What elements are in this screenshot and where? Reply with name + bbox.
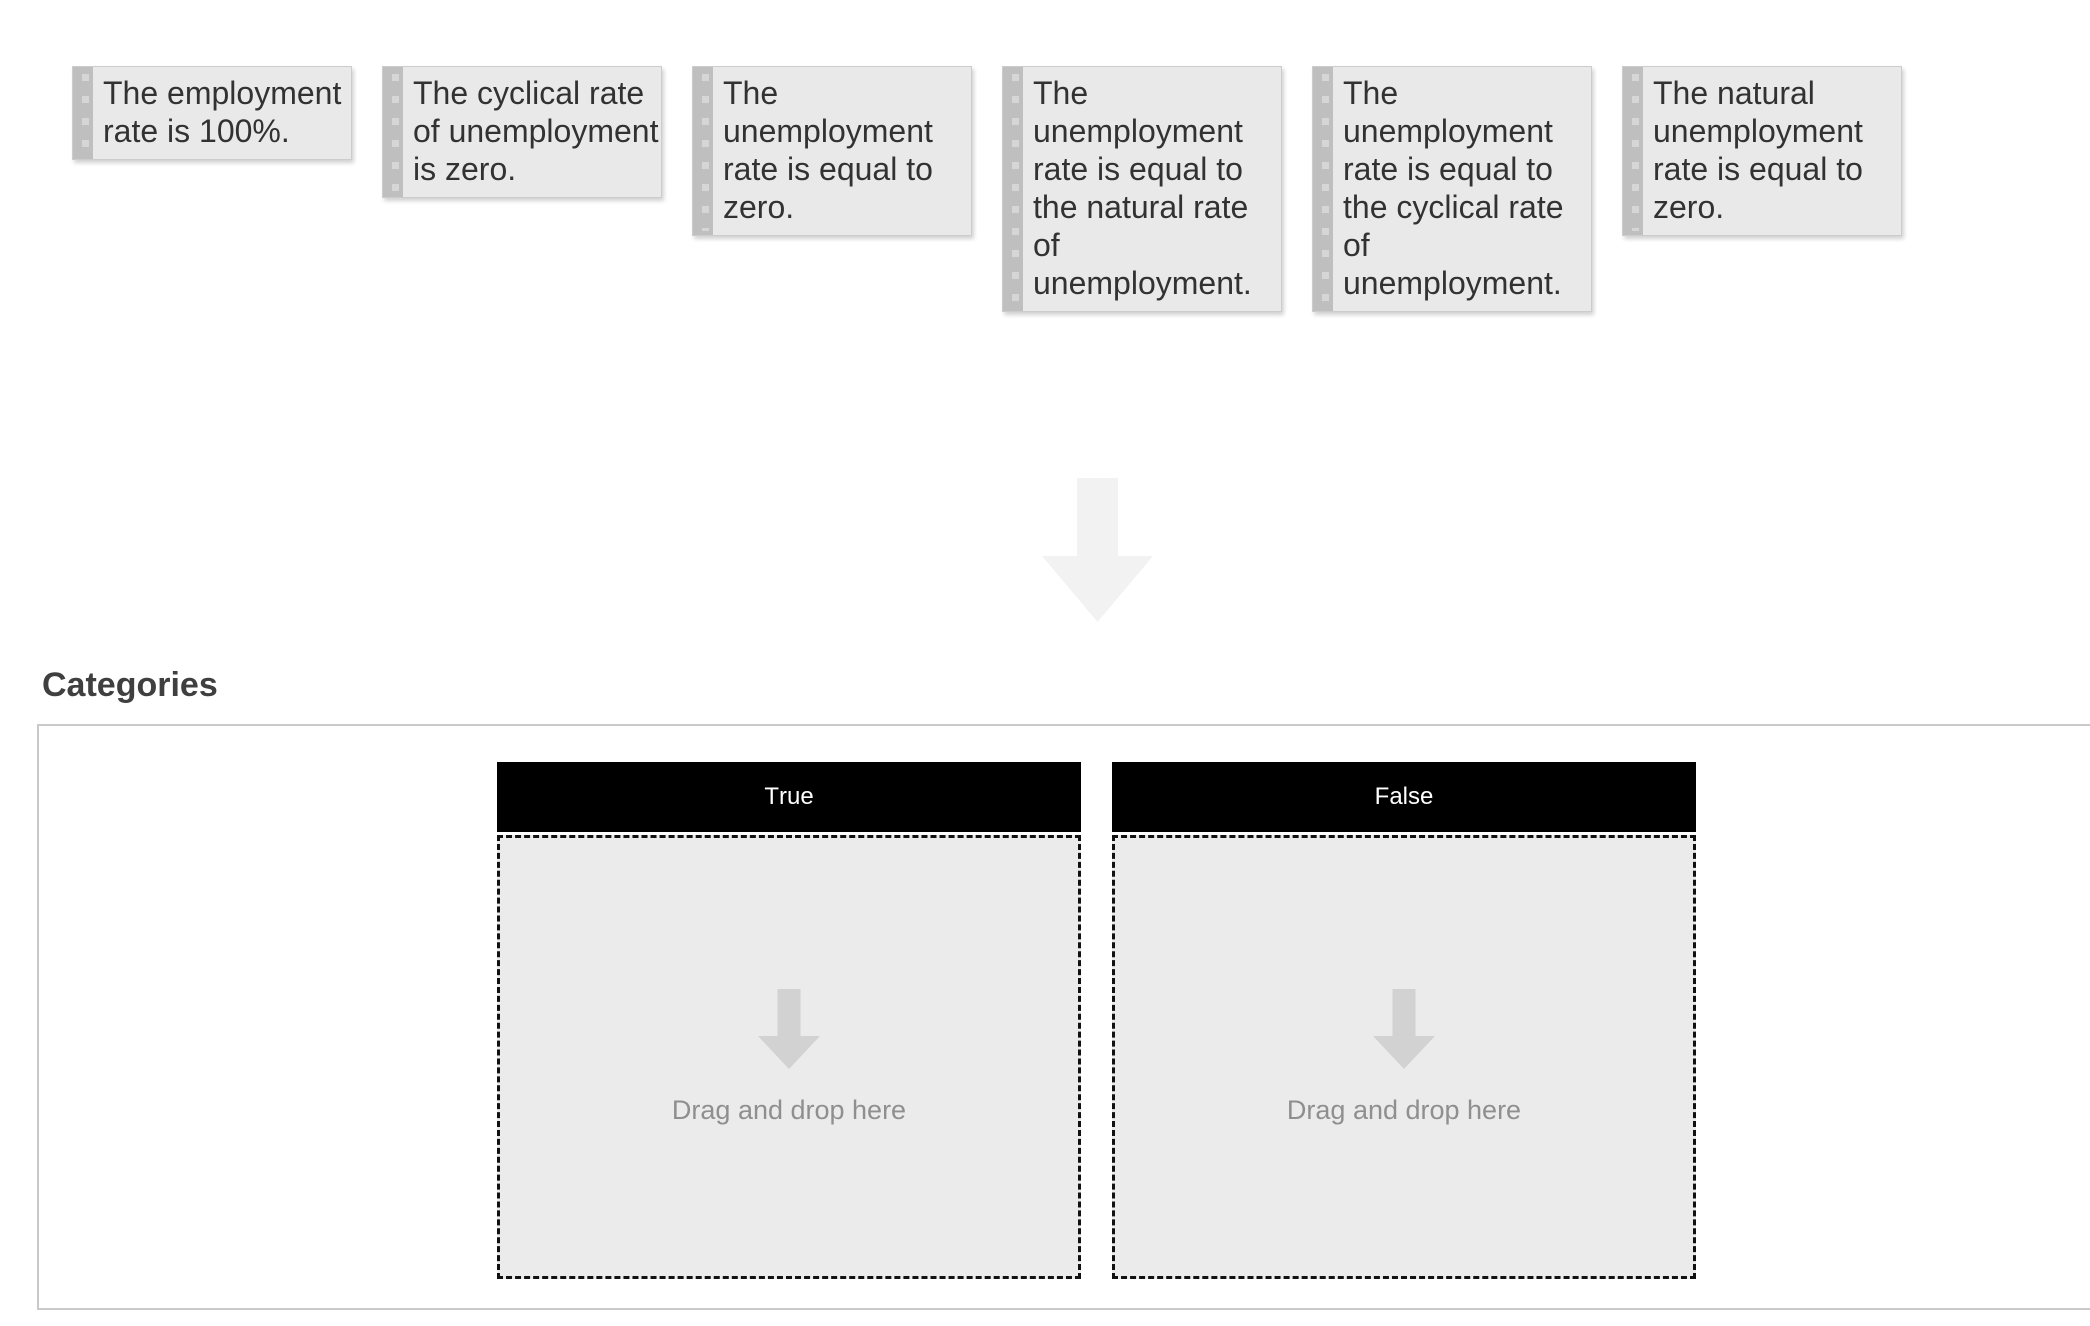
drag-handle-icon[interactable]: [1623, 67, 1643, 235]
bin-header-true: True: [497, 762, 1081, 832]
dropzone-true[interactable]: Drag and drop here: [497, 835, 1081, 1279]
card-text: The unemployment rate is equal to the cy…: [1343, 75, 1564, 301]
bin-true: True Drag and drop here: [497, 762, 1081, 1279]
card-text: The employment rate is 100%.: [103, 75, 342, 149]
draggable-card[interactable]: The unemployment rate is equal to the cy…: [1312, 66, 1592, 312]
card-text: The natural unemployment rate is equal t…: [1653, 75, 1863, 225]
card-text: The unemployment rate is equal to the na…: [1033, 75, 1252, 301]
drag-handle-icon[interactable]: [73, 67, 93, 159]
dropzone-placeholder: Drag and drop here: [1286, 1094, 1522, 1125]
drag-handle-icon[interactable]: [1003, 67, 1023, 311]
bin-false: False Drag and drop here: [1112, 762, 1696, 1279]
draggable-card[interactable]: The cyclical rate of unemployment is zer…: [382, 66, 662, 198]
drag-handle-icon[interactable]: [383, 67, 403, 197]
down-arrow-icon: [1373, 988, 1435, 1069]
draggable-card[interactable]: The unemployment rate is equal to zero.: [692, 66, 972, 236]
categories-panel: True Drag and drop here False Drag and d…: [37, 724, 2090, 1310]
dropzone-placeholder: Drag and drop here: [671, 1094, 907, 1125]
drag-handle-icon[interactable]: [1313, 67, 1333, 311]
down-arrow-icon: [758, 988, 820, 1069]
down-arrow-icon: [1042, 478, 1153, 622]
draggable-card[interactable]: The employment rate is 100%.: [72, 66, 352, 160]
categories-heading: Categories: [42, 666, 218, 704]
bin-header-false: False: [1112, 762, 1696, 832]
dropzone-false[interactable]: Drag and drop here: [1112, 835, 1696, 1279]
card-text: The cyclical rate of unemployment is zer…: [413, 75, 659, 187]
draggable-card[interactable]: The unemployment rate is equal to the na…: [1002, 66, 1282, 312]
drag-handle-icon[interactable]: [693, 67, 713, 235]
card-text: The unemployment rate is equal to zero.: [723, 75, 933, 225]
draggable-card[interactable]: The natural unemployment rate is equal t…: [1622, 66, 1902, 236]
